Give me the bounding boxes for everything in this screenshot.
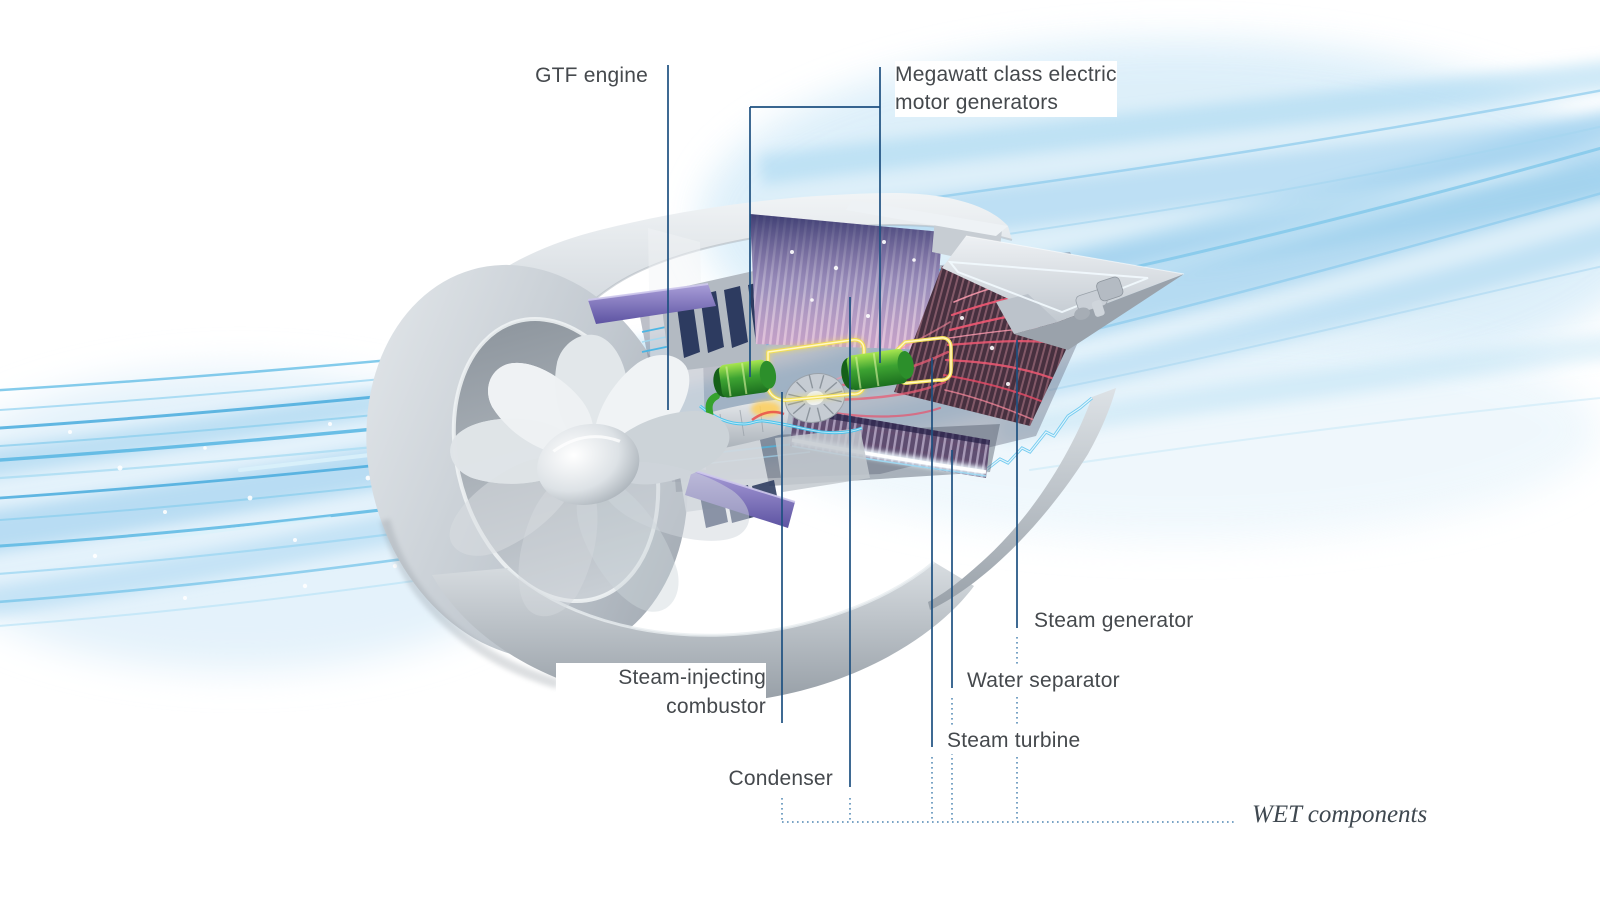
top-spine-fairing: [846, 200, 1008, 236]
water-pipe: [699, 404, 863, 435]
label-text: Steam turbine: [947, 729, 1081, 752]
label-text: Condenser: [728, 767, 833, 790]
aft-lower-cowl: [928, 388, 1116, 610]
label-text: Steam generator: [1034, 609, 1194, 632]
label-water-separator: Water separator: [967, 667, 1120, 694]
leader-lines: [667, 65, 1018, 787]
label-text: combustor: [666, 695, 766, 718]
label-wet-components: WET components: [1252, 800, 1428, 830]
label-text: WET components: [1252, 801, 1428, 828]
label-text: Water separator: [967, 669, 1120, 692]
label-steam-generator: Steam generator: [1034, 607, 1194, 634]
exhaust-nozzle: [942, 235, 1185, 350]
label-gtf-engine: GTF engine: [430, 62, 648, 89]
label-steam-injecting-combustor: Steam-injecting combustor: [556, 663, 766, 721]
label-steam-turbine: Steam turbine: [947, 727, 1081, 754]
engine-cutaway: [366, 193, 1185, 705]
frame-beam-top: [587, 283, 716, 324]
bleed-valve-fitting: [1074, 276, 1124, 320]
label-text: motor generators: [895, 91, 1059, 114]
label-condenser: Condenser: [663, 765, 833, 792]
label-text: Steam-injecting: [618, 666, 766, 689]
label-text: Megawatt class electric: [895, 63, 1117, 86]
motor-generator-1: [705, 359, 777, 422]
fan: [449, 334, 750, 617]
nacelle-top-cowl: [430, 193, 1012, 375]
condenser-fins: [750, 200, 1008, 350]
label-motor-generators: Megawatt class electric motor generators: [895, 61, 1117, 117]
label-text: GTF engine: [535, 64, 648, 87]
motor-generator-2: [841, 348, 914, 391]
